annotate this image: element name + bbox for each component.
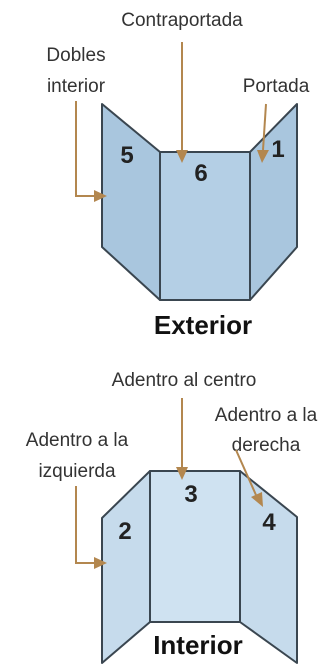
interior-arrow-right	[235, 449, 257, 496]
exterior-arrow-front-cover	[262, 103, 267, 151]
interior-label-right-line1: Adentro a la	[215, 405, 318, 426]
interior-panel-left	[101, 470, 151, 664]
exterior-arrowhead-back-cover	[176, 150, 188, 163]
exterior-label-front-cover: Portada	[243, 76, 310, 97]
interior-label-left-line2: izquierda	[38, 461, 116, 482]
exterior-label-inner-flap-line1: Dobles	[46, 45, 105, 66]
exterior-arrowhead-inner-flap	[94, 190, 107, 202]
interior-arrowhead-right	[251, 492, 263, 507]
interior-panel-right-number: 4	[262, 509, 276, 536]
interior-brochure: 2 3 4 Adentro al centro Adentro a la der…	[26, 370, 318, 664]
exterior-label-inner-flap-line2: interior	[47, 76, 106, 97]
exterior-arrow-inner-flap	[75, 101, 94, 197]
interior-label-center: Adentro al centro	[112, 370, 257, 391]
interior-panel-right	[239, 470, 298, 664]
interior-panel-center-number: 3	[184, 481, 197, 508]
interior-label-left-line1: Adentro a la	[26, 430, 129, 451]
exterior-panel-left-number: 5	[120, 142, 133, 169]
exterior-panel-center-number: 6	[194, 160, 207, 187]
interior-arrowhead-left	[94, 557, 107, 569]
exterior-label-back-cover: Contraportada	[121, 10, 243, 31]
interior-title: Interior	[153, 630, 243, 660]
exterior-panel-left	[101, 103, 161, 301]
exterior-panel-right	[249, 103, 298, 301]
exterior-title: Exterior	[154, 310, 252, 340]
interior-panel-left-number: 2	[118, 518, 131, 545]
interior-arrow-left	[75, 486, 94, 564]
exterior-arrowhead-front-cover	[257, 150, 269, 163]
exterior-panel-right-number: 1	[271, 136, 284, 163]
interior-arrowhead-center	[176, 467, 188, 480]
interior-label-right-line2: derecha	[232, 435, 301, 456]
exterior-brochure: 5 6 1 Contraportada Dobles interior Port…	[46, 10, 309, 340]
